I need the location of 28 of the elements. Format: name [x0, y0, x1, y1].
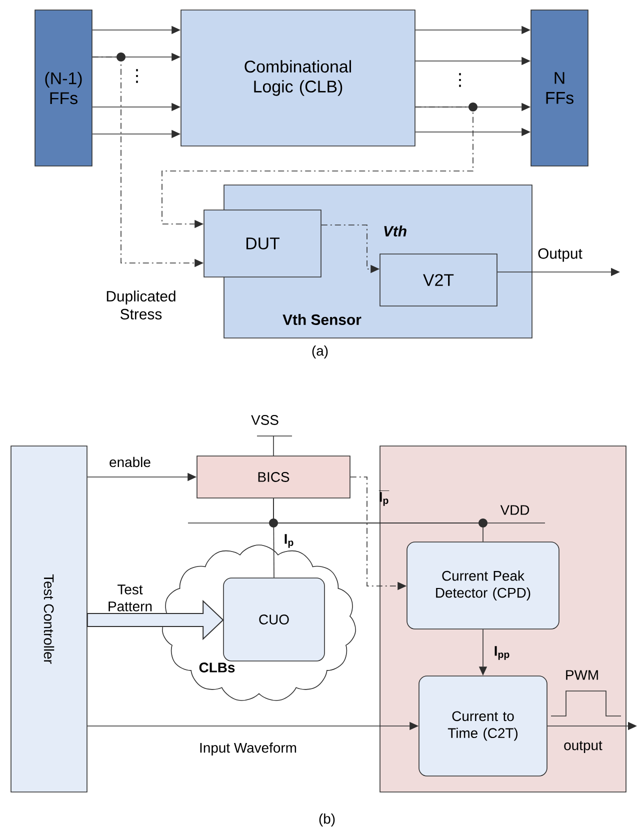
process-box: Current Peak Detector (CPD)	[406, 542, 560, 630]
text-label: Duplicated Stress	[106, 290, 176, 320]
process-box: BICS	[196, 456, 350, 498]
connector-line	[273, 498, 484, 542]
block-arrow	[86, 600, 224, 640]
flip-flop-block: N FFs	[530, 10, 588, 166]
edge-label: Output	[538, 248, 582, 262]
process-box: DUT	[204, 210, 322, 278]
text-label: VDD	[500, 505, 530, 515]
ellipsis-mark: ⋮	[459, 73, 461, 87]
panel-caption: (b)	[319, 814, 335, 826]
process-box: V2T	[380, 254, 498, 306]
ellipsis-mark: ⋮	[136, 69, 138, 83]
edge-label: enable	[110, 456, 150, 468]
edge-label: I$_{pp}$	[494, 646, 510, 660]
edge-label: Test Pattern	[108, 584, 152, 612]
process-box: CUO	[223, 578, 325, 662]
controller-box: Test Controller	[10, 446, 88, 792]
edge-label: Vth	[384, 226, 406, 236]
panel-caption: (a)	[312, 346, 328, 358]
flip-flop-block: (N-1) FFs	[34, 10, 92, 166]
text-label: PWM	[566, 670, 598, 680]
process-box: Current to Time (C2T)	[418, 676, 548, 776]
edge-label: I$_{p}$	[378, 490, 390, 506]
edge-label: output	[564, 741, 602, 753]
text-label: VSS	[251, 415, 278, 425]
logic-block: Combinational Logic (CLB)	[180, 10, 416, 146]
edge-label: Input Waveform	[200, 742, 296, 756]
